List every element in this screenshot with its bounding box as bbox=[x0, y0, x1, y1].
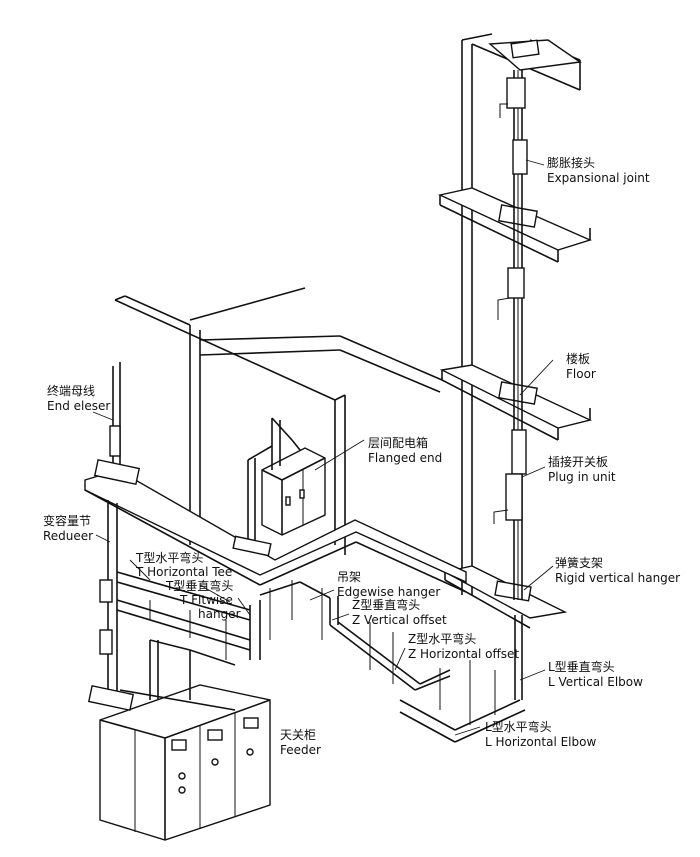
horizontal-busway-run bbox=[99, 500, 526, 743]
shaft-frame bbox=[461, 33, 582, 595]
label-reducer: 变容量节 Redueer bbox=[43, 514, 94, 543]
label-feeder: 天关柜 Feeder bbox=[280, 728, 321, 757]
label-rigid-vertical-hanger: 弹簧支架 Rigid vertical hanger bbox=[555, 556, 681, 585]
label-horizontal-offset: Z型水平弯头 Z Horizontal offset bbox=[408, 632, 520, 661]
label-horizontal-elbow: L型水平弯头 L Horizontal Elbow bbox=[485, 720, 597, 749]
label-flatwise-hanger: T型垂直弯头 T Fltwise hanger bbox=[166, 579, 241, 621]
label-edgewise-hanger: 吊架 Edgewise hanger bbox=[337, 570, 441, 599]
label-horizontal-tee: T型水平弯头 T Horizontal Tee bbox=[136, 551, 233, 579]
feeder-cabinet bbox=[87, 639, 271, 841]
label-end-closer: 终端母线 End eleser bbox=[47, 384, 111, 413]
label-vertical-elbow: L型垂直弯头 L Vertical Elbow bbox=[548, 660, 643, 689]
label-expansion-joint: 膨胀接头 Expansional joint bbox=[547, 156, 650, 185]
vertical-busway-riser bbox=[493, 70, 528, 600]
leader-lines bbox=[92, 159, 554, 736]
end-closer-riser bbox=[93, 362, 141, 486]
label-flanged-end: 层间配电箱 Flanged end bbox=[368, 436, 443, 465]
label-plug-in-unit: 插接开关板 Plug in unit bbox=[548, 455, 616, 484]
label-vertical-offset: Z型垂直弯头 Z Vertical offset bbox=[352, 598, 447, 627]
label-floor: 楼板 Floor bbox=[566, 352, 596, 381]
floor-distribution-box bbox=[232, 417, 326, 557]
upper-floor-slab bbox=[437, 187, 592, 263]
